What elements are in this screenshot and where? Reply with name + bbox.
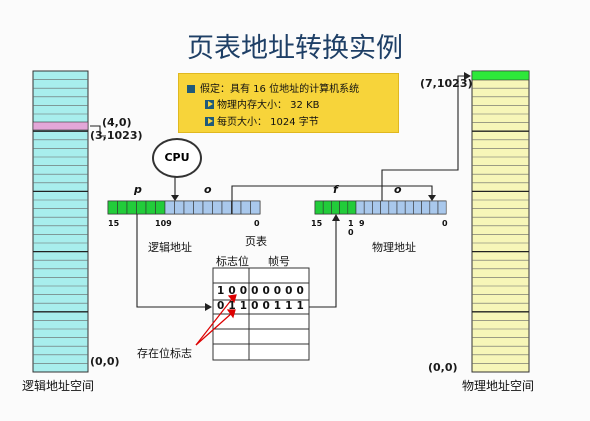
register-bit-cell	[429, 200, 439, 215]
arrowheads	[171, 72, 471, 311]
bullet-triangle-icon	[205, 100, 214, 109]
physical-bit-15: 15	[311, 219, 323, 228]
register-bit-cell	[322, 200, 332, 215]
register-bit-cell	[421, 200, 431, 215]
logical-coord-3-1023: (3,1023)	[90, 129, 143, 142]
physical-coord-0-0: (0,0)	[428, 361, 458, 374]
logical-page-3-highlight	[32, 121, 89, 131]
physical-address-label: 物理地址	[372, 241, 416, 254]
offset-copy-line	[231, 185, 433, 214]
register-bit-cell	[363, 200, 373, 215]
register-bit-cell	[380, 200, 390, 215]
memory-size-text: 物理内存大小： 32 KB	[217, 100, 320, 111]
physical-address-register	[314, 200, 447, 215]
register-bit-cell	[117, 200, 128, 215]
logical-space-label: 逻辑地址空间	[22, 379, 95, 393]
register-bit-cell	[240, 200, 251, 215]
logical-bit-10-9: 109	[155, 219, 172, 228]
physical-address-space	[471, 70, 530, 373]
register-bit-cell	[126, 200, 137, 215]
register-bit-cell	[404, 200, 414, 215]
page-size-line: 每页大小： 1024 字节	[205, 113, 319, 128]
logical-space-slots	[33, 79, 88, 364]
bullet-square-icon	[187, 85, 195, 93]
field-p-label: p	[134, 183, 142, 196]
logical-coord-4-0: (4,0)	[102, 116, 132, 129]
physical-bit-9: 9	[359, 219, 365, 228]
page-table-title: 页表	[245, 235, 267, 248]
register-bit-cell	[388, 200, 398, 215]
register-bit-cell	[347, 200, 357, 215]
register-bit-cell	[164, 200, 175, 215]
register-bit-cell	[193, 200, 204, 215]
register-bit-cell	[202, 200, 213, 215]
physical-bit-10-a: 1	[348, 219, 354, 228]
register-bit-cell	[155, 200, 166, 215]
register-bit-cell	[183, 200, 194, 215]
physical-coord-7-1023: (7,1023)	[420, 77, 473, 90]
present-bit-label: 存在位标志	[137, 347, 192, 360]
register-bit-cell	[437, 200, 447, 215]
table-to-frame-line	[309, 216, 337, 308]
register-bit-cell	[174, 200, 185, 215]
page-title: 页表地址转换实例	[187, 33, 403, 64]
page-table-row-1: 1 0 0 0 0 0 0 0	[217, 285, 305, 297]
register-bit-cell	[107, 200, 118, 215]
connector-lines	[90, 75, 470, 308]
assumption-line: 假定：具有 16 位地址的计算机系统	[187, 80, 359, 95]
register-bit-cell	[413, 200, 422, 215]
field-f-label: f	[333, 183, 338, 196]
register-bit-cell	[136, 200, 147, 215]
register-bit-cell	[355, 200, 365, 215]
register-bit-cell	[250, 200, 261, 215]
assumption-box: 假定：具有 16 位地址的计算机系统 物理内存大小： 32 KB 每页大小： 1…	[178, 73, 399, 133]
physical-frame-7-highlight	[471, 70, 530, 81]
register-bit-cell	[331, 200, 340, 215]
register-bit-cell	[339, 200, 349, 215]
physical-bit-0: 0	[442, 219, 448, 228]
register-bit-cell	[314, 200, 324, 215]
cpu-node: CPU	[152, 138, 202, 178]
register-bit-cell	[145, 200, 156, 215]
logical-bit-0: 0	[254, 219, 260, 228]
register-bit-cell	[396, 200, 406, 215]
logical-page-pointer-line	[90, 125, 106, 137]
assumption-text: 假定：具有 16 位地址的计算机系统	[200, 84, 360, 95]
page-table-flag-header: 标志位	[216, 255, 249, 268]
logical-address-label: 逻辑地址	[148, 241, 192, 254]
physical-to-memory-line	[381, 75, 470, 201]
page-table-frame-header: 帧号	[268, 255, 290, 268]
physical-bit-10-b: 0	[348, 228, 354, 237]
logical-address-space	[32, 70, 89, 373]
field-o-label: o	[204, 183, 212, 196]
register-bit-cell	[212, 200, 223, 215]
present-bit-arrows	[195, 294, 237, 346]
field-o-physical-label: o	[394, 183, 402, 196]
memory-size-line: 物理内存大小： 32 KB	[205, 96, 320, 111]
bullet-triangle-icon	[205, 117, 214, 126]
page-table-row-2: 0 1 1 0 0 1 1 1	[217, 300, 305, 312]
physical-space-label: 物理地址空间	[462, 379, 535, 393]
page-size-text: 每页大小： 1024 字节	[217, 117, 319, 128]
page-table-grid	[212, 267, 310, 361]
page-number-to-table-line	[136, 214, 210, 308]
logical-coord-0-0: (0,0)	[90, 355, 120, 368]
register-bit-cell	[231, 200, 242, 215]
logical-address-register	[107, 200, 261, 215]
register-bit-cell	[221, 200, 232, 215]
logical-bit-15: 15	[108, 219, 120, 228]
register-bit-cell	[372, 200, 381, 215]
